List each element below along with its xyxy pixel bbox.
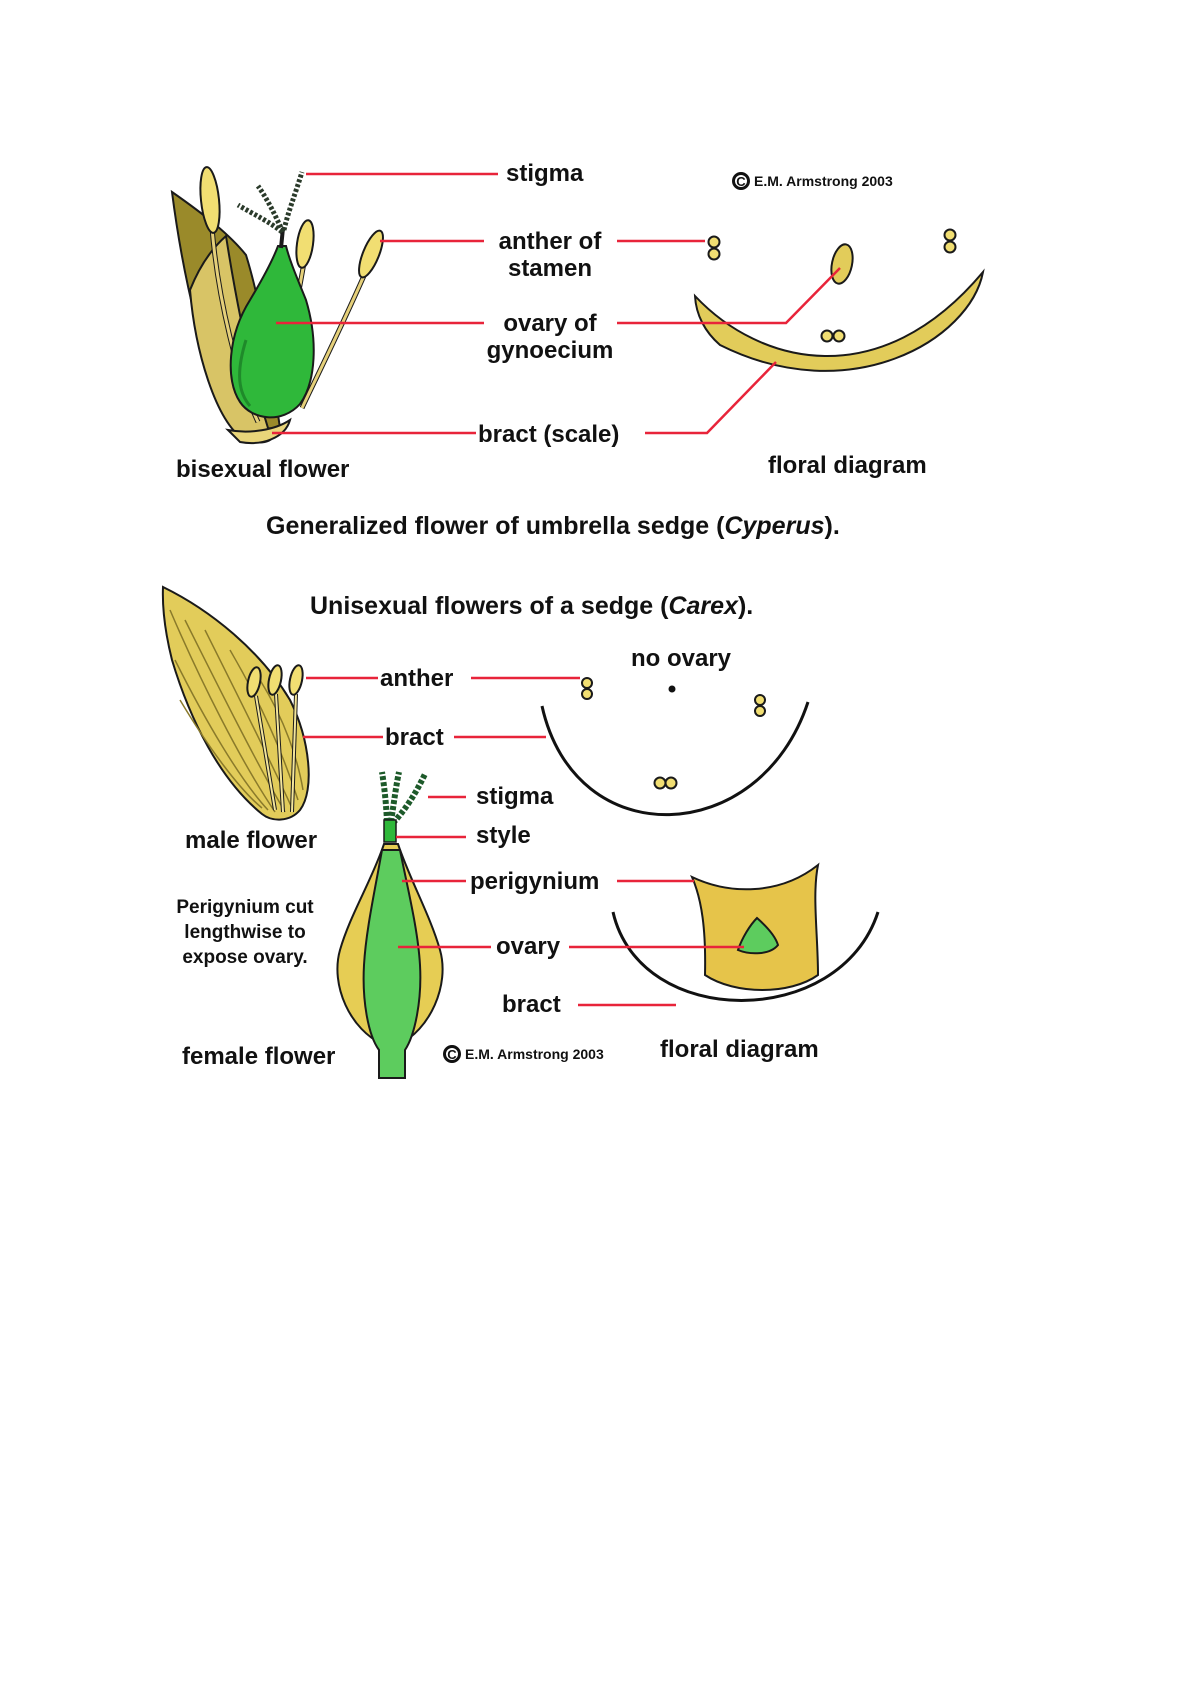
male-diagram-anther-right-a <box>754 694 766 706</box>
stigma-branch-2 <box>281 171 305 231</box>
caption-floral-diagram-top: floral diagram <box>768 452 927 479</box>
label-bract-male: bract <box>385 724 444 751</box>
stigma-branch-1 <box>236 202 284 234</box>
female-diagram-ovary <box>736 916 780 955</box>
anther-left <box>199 166 221 234</box>
bract-lower-lip <box>225 417 292 444</box>
label-stigma: stigma <box>506 160 584 187</box>
diagram-bract-crescent <box>693 268 985 372</box>
female-stigma-2 <box>388 771 402 823</box>
female-style <box>383 819 397 843</box>
anther-right <box>358 229 384 279</box>
diagram-anther-bottom-a <box>820 329 834 343</box>
label-anther-of-stamen: anther of stamen <box>482 228 618 282</box>
title-carex: Unisexual flowers of a sedge (Carex). <box>310 592 753 621</box>
diagram-anther-left-b <box>707 247 721 261</box>
stigma-branch-3 <box>255 184 286 234</box>
copyright-text: E.M. Armstrong 2003 <box>465 1046 604 1062</box>
male-diagram-center-dot <box>668 685 676 693</box>
top-leader-lines <box>272 172 841 435</box>
female-stigma-3 <box>390 772 428 826</box>
title-cyperus-post: ). <box>824 512 840 540</box>
label-anther-line2: stamen <box>507 255 593 282</box>
perigynium-note: Perigynium cut lengthwise to expose ovar… <box>150 895 340 970</box>
caption-male-flower: male flower <box>185 827 318 854</box>
male-diagram-anther-left-b <box>581 688 593 700</box>
female-ovary <box>362 849 422 1079</box>
male-filaments-fill <box>255 693 297 813</box>
copyright-top: C E.M. Armstrong 2003 <box>732 172 893 190</box>
cyperus-floral-diagram <box>693 228 985 372</box>
caption-floral-diagram-bottom: floral diagram <box>660 1036 819 1063</box>
label-anther-line1: anther of <box>498 228 602 255</box>
male-diagram-anther-right-b <box>754 705 766 717</box>
label-bract-female: bract <box>502 991 561 1018</box>
label-style: style <box>476 822 531 849</box>
male-anther-3 <box>288 664 304 696</box>
label-no-ovary: no ovary <box>631 645 732 672</box>
female-diagram-bract-arc <box>611 911 880 1002</box>
bisexual-flower-illustration <box>170 166 384 444</box>
female-flower-illustration <box>336 771 444 1079</box>
male-diagram-anther-bottom-b <box>664 776 678 790</box>
male-anther-1 <box>246 666 262 698</box>
label-ovary-female: ovary <box>496 933 561 960</box>
bottom-leader-lines <box>303 676 744 1007</box>
male-diagram-anther-left-a <box>581 677 593 689</box>
label-perigynium: perigynium <box>470 868 600 895</box>
note-line-1: Perigynium cut <box>176 897 314 918</box>
title-carex-post: ). <box>737 592 754 620</box>
copyright-symbol: C <box>732 172 750 190</box>
male-floral-diagram <box>540 677 810 817</box>
label-ovary-line1: ovary of <box>503 310 597 337</box>
female-floral-diagram <box>611 862 880 1002</box>
title-carex-genus: Carex <box>668 592 738 620</box>
title-carex-pre: Unisexual flowers of a sedge ( <box>310 592 669 620</box>
caption-female-flower: female flower <box>182 1043 336 1070</box>
male-flower-illustration <box>161 585 310 821</box>
title-cyperus-genus: Cyperus <box>724 512 825 540</box>
anther-mid <box>295 219 315 269</box>
label-ovary-of-gynoecium: ovary of gynoecium <box>470 310 630 364</box>
ovary-shade <box>238 339 252 407</box>
leader-ovary-right <box>617 267 841 325</box>
ovary-body <box>229 245 315 419</box>
filament-right-fill <box>300 261 372 409</box>
title-cyperus: Generalized flower of umbrella sedge (Cy… <box>266 512 840 541</box>
caption-bisexual-flower: bisexual flower <box>176 456 350 483</box>
male-diagram-anther-bottom-a <box>653 776 667 790</box>
copyright-bottom: C E.M. Armstrong 2003 <box>443 1045 604 1063</box>
label-ovary-line2: gynoecium <box>486 337 614 364</box>
label-anther: anther <box>380 665 454 692</box>
male-anther-2 <box>267 664 283 696</box>
diagram-anther-right-b <box>943 240 957 254</box>
male-bract <box>161 585 310 821</box>
note-line-3: expose ovary. <box>182 947 308 968</box>
leader-bract-right <box>645 361 777 435</box>
male-diagram-bract-arc <box>540 701 810 817</box>
copyright-text: E.M. Armstrong 2003 <box>754 173 893 189</box>
female-stigma-1 <box>379 771 390 823</box>
diagram-anther-left-a <box>707 235 721 249</box>
copyright-symbol: C <box>443 1045 461 1063</box>
diagram-ovary <box>830 243 854 285</box>
label-stigma-female: stigma <box>476 783 554 810</box>
title-cyperus-pre: Generalized flower of umbrella sedge ( <box>266 512 725 540</box>
diagram-anther-bottom-b <box>832 329 846 343</box>
diagram-anther-right-a <box>943 228 957 242</box>
note-line-2: lengthwise to <box>184 922 306 943</box>
label-bract-scale: bract (scale) <box>478 421 620 448</box>
